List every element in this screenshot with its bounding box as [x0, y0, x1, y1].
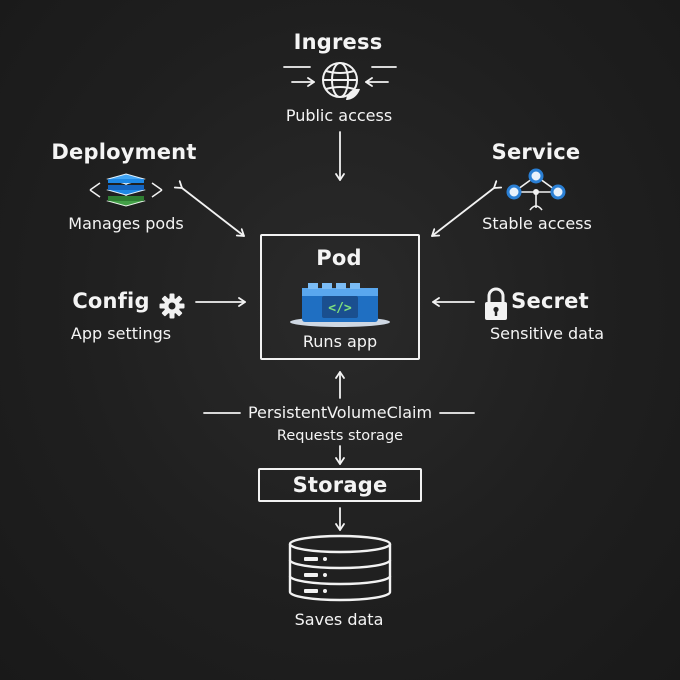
layers-icon [89, 173, 163, 207]
deployment-subtitle: Manages pods [68, 214, 184, 233]
config-subtitle: App settings [70, 324, 172, 343]
service-title: Service [491, 140, 581, 164]
pvc-subtitle: Requests storage [276, 428, 404, 444]
gear-icon [159, 293, 185, 319]
database-icon [288, 534, 392, 602]
deployment-title: Deployment [51, 140, 197, 164]
secret-title: Secret [511, 289, 589, 313]
pod-title: Pod [316, 246, 362, 270]
service-subtitle: Stable access [482, 214, 592, 233]
pod-subtitle: Runs app [302, 332, 378, 351]
database-subtitle: Saves data [294, 610, 384, 629]
storage-title: Storage [292, 473, 388, 497]
ingress-title: Ingress [293, 30, 383, 54]
globe-icon [322, 62, 360, 100]
arrow-service-pod [431, 180, 503, 237]
network-nodes-icon [506, 168, 566, 211]
arrow-deployment-pod [173, 180, 245, 237]
storage-box [258, 468, 422, 502]
svg-text:</>: </> [328, 301, 352, 316]
pod-box [260, 234, 420, 360]
secret-subtitle: Sensitive data [489, 324, 605, 343]
code-container-icon: </> [290, 283, 390, 327]
pvc-title: PersistentVolumeClaim [247, 403, 433, 422]
lock-icon [485, 287, 507, 320]
config-title: Config [72, 289, 150, 313]
ingress-subtitle: Public access [285, 106, 393, 125]
